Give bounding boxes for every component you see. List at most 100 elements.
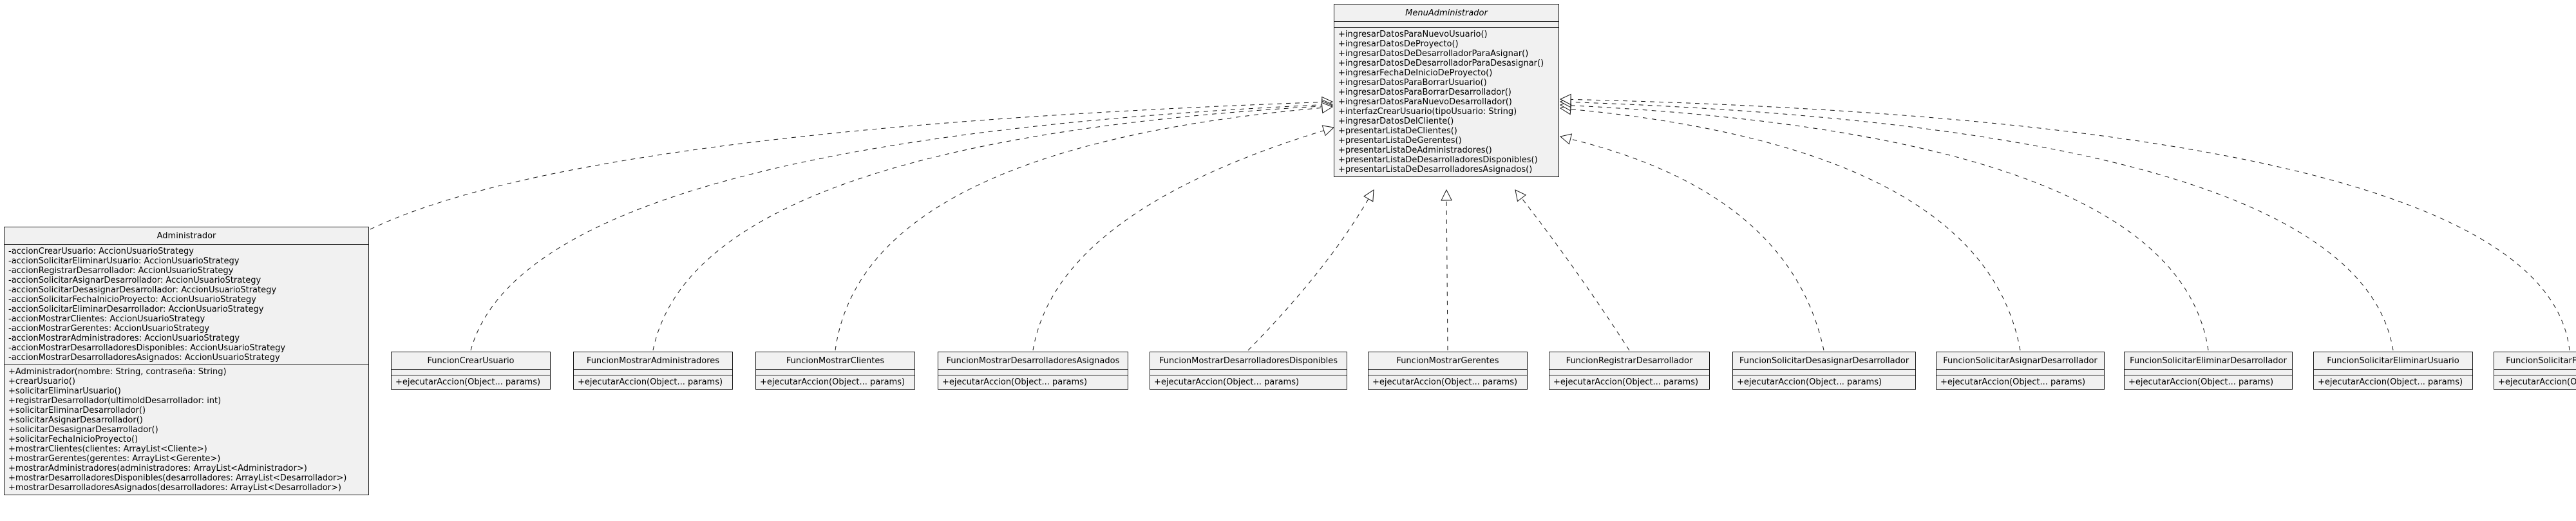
class-attribute: -accionSolicitarAsignarDesarrollador: Ac… xyxy=(8,276,261,285)
class-method: +ejecutarAccion(Object... params) xyxy=(2498,377,2576,387)
realization-line xyxy=(1570,138,1824,351)
class-method: +ejecutarAccion(Object... params) xyxy=(2128,377,2274,387)
class-attributes xyxy=(2125,370,2292,375)
interface-method: +ingresarDatosDeProyecto() xyxy=(1338,39,1459,49)
class-methods: +ejecutarAccion(Object... params) xyxy=(2494,375,2576,389)
class-attributes: -accionCrearUsuario: AccionUsuarioStrate… xyxy=(5,245,368,365)
class-methods: +ejecutarAccion(Object... params) xyxy=(938,375,1128,389)
realization-line xyxy=(1032,130,1324,351)
class-attributes xyxy=(1733,370,1915,375)
class-method: +ejecutarAccion(Object... params) xyxy=(942,377,1088,387)
class-method: +ejecutarAccion(Object... params) xyxy=(760,377,905,387)
class-methods: +ejecutarAccion(Object... params) xyxy=(1937,375,2104,389)
class-method: +crearUsuario() xyxy=(8,377,75,386)
funcion-mostrar-desarrolladores-asignados-class: FuncionMostrarDesarrolladoresAsignados +… xyxy=(938,352,1128,390)
class-method: +Administrador(nombre: String, contraseñ… xyxy=(8,367,227,377)
realization-arrowhead xyxy=(1363,189,1374,202)
class-method: +mostrarAdministradores(administradores:… xyxy=(8,464,307,473)
realization-line xyxy=(1570,105,2209,351)
class-attributes xyxy=(1937,370,2104,375)
class-name: Administrador xyxy=(5,227,368,245)
interface-method: +presentarListaDeGerentes() xyxy=(1338,136,1462,146)
administrador-class: Administrador -accionCrearUsuario: Accio… xyxy=(4,227,369,495)
realization-line xyxy=(1247,198,1369,351)
realization-arrowhead xyxy=(1321,102,1334,114)
class-methods: +ejecutarAccion(Object... params) xyxy=(1368,375,1527,389)
class-attribute: -accionMostrarGerentes: AccionUsuarioStr… xyxy=(8,324,210,334)
funcion-registrar-desarrollador-class: FuncionRegistrarDesarrollador +ejecutarA… xyxy=(1549,352,1710,390)
class-attributes xyxy=(1368,370,1527,375)
class-name: FuncionSolicitarEliminarDesarrollador xyxy=(2125,352,2292,370)
class-methods: +ejecutarAccion(Object... params) xyxy=(392,375,550,389)
class-method: +solicitarEliminarUsuario() xyxy=(8,386,121,396)
realization-arrowhead xyxy=(1515,189,1527,202)
class-method: +mostrarGerentes(gerentes: ArrayList<Ger… xyxy=(8,454,221,464)
class-attribute: -accionMostrarAdministradores: AccionUsu… xyxy=(8,334,240,343)
class-name: FuncionMostrarAdministradores xyxy=(574,352,732,370)
class-methods: +ejecutarAccion(Object... params) xyxy=(2314,375,2472,389)
interface-method: +presentarListaDeClientes() xyxy=(1338,126,1457,136)
class-methods: +ejecutarAccion(Object... params) xyxy=(2125,375,2292,389)
interface-method: +ingresarDatosParaBorrarDesarrollador() xyxy=(1338,88,1511,97)
class-name: FuncionSolicitarDesasignarDesarrollador xyxy=(1733,352,1915,370)
realization-line xyxy=(1446,200,1448,351)
realization-arrowhead xyxy=(1441,189,1452,201)
realization-line xyxy=(652,106,1323,351)
realization-arrowhead xyxy=(1321,125,1335,137)
class-attribute: -accionCrearUsuario: AccionUsuarioStrate… xyxy=(8,247,194,256)
class-method: +ejecutarAccion(Object... params) xyxy=(1940,377,2086,387)
class-method: +mostrarClientes(clientes: ArrayList<Cli… xyxy=(8,444,207,454)
class-attributes xyxy=(392,370,550,375)
class-method: +mostrarDesarrolladoresAsignados(desarro… xyxy=(8,483,341,493)
class-name: FuncionSolicitarEliminarUsuario xyxy=(2314,352,2472,370)
class-method: +solicitarAsignarDesarrollador() xyxy=(8,415,143,425)
funcion-solicitar-fecha-inicio-proyecto-class: FuncionSolicitarFechaInicioProyecto +eje… xyxy=(2494,352,2576,390)
class-name: FuncionMostrarGerentes xyxy=(1368,352,1527,370)
class-attribute: -accionMostrarDesarrolladoresAsignados: … xyxy=(8,353,280,363)
class-method: +ejecutarAccion(Object... params) xyxy=(395,377,541,387)
interface-methods: +ingresarDatosParaNuevoUsuario() +ingres… xyxy=(1334,28,1558,176)
class-method: +ejecutarAccion(Object... params) xyxy=(1553,377,1699,387)
class-attribute: -accionRegistrarDesarrollador: AccionUsu… xyxy=(8,266,234,276)
realization-line xyxy=(1570,102,2394,351)
interface-method: +ingresarDatosParaBorrarUsuario() xyxy=(1338,78,1487,88)
realization-line xyxy=(470,104,1323,351)
funcion-solicitar-eliminar-desarrollador-class: FuncionSolicitarEliminarDesarrollador +e… xyxy=(2124,352,2293,390)
menu-administrador-interface: MenuAdministrador +ingresarDatosParaNuev… xyxy=(1334,4,1559,177)
realization-line xyxy=(1570,109,2021,351)
realization-line xyxy=(1570,99,2570,351)
class-attributes xyxy=(1549,370,1709,375)
class-attribute: -accionMostrarClientes: AccionUsuarioStr… xyxy=(8,314,205,324)
interface-method: +interfazCrearUsuario(tipoUsuario: Strin… xyxy=(1338,107,1517,117)
realization-line xyxy=(1521,198,1630,351)
class-method: +ejecutarAccion(Object... params) xyxy=(1737,377,1882,387)
class-method: +solicitarEliminarDesarrollador() xyxy=(8,406,146,415)
funcion-mostrar-administradores-class: FuncionMostrarAdministradores +ejecutarA… xyxy=(573,352,733,390)
class-name: FuncionCrearUsuario xyxy=(392,352,550,370)
class-method: +solicitarFechaInicioProyecto() xyxy=(8,435,138,444)
funcion-crear-usuario-class: FuncionCrearUsuario +ejecutarAccion(Obje… xyxy=(391,352,551,390)
interface-method: +ingresarFechaDeInicioDeProyecto() xyxy=(1338,68,1493,78)
class-attributes xyxy=(938,370,1128,375)
class-attributes xyxy=(2314,370,2472,375)
realization-arrowhead xyxy=(1559,93,1571,106)
class-methods: +ejecutarAccion(Object... params) xyxy=(756,375,914,389)
interface-name: MenuAdministrador xyxy=(1334,5,1558,22)
class-attributes xyxy=(574,370,732,375)
class-method: +registrarDesarrollador(ultimoIdDesarrol… xyxy=(8,396,222,406)
class-name: FuncionSolicitarFechaInicioProyecto xyxy=(2494,352,2576,370)
class-method: +ejecutarAccion(Object... params) xyxy=(1372,377,1518,387)
funcion-solicitar-eliminar-usuario-class: FuncionSolicitarEliminarUsuario +ejecuta… xyxy=(2313,352,2473,390)
class-method: +solicitarDesasignarDesarrollador() xyxy=(8,425,158,435)
funcion-mostrar-gerentes-class: FuncionMostrarGerentes +ejecutarAccion(O… xyxy=(1368,352,1528,390)
interface-method: +ingresarDatosParaNuevoUsuario() xyxy=(1338,30,1488,39)
class-methods: +Administrador(nombre: String, contraseñ… xyxy=(5,365,368,495)
interface-attributes xyxy=(1334,22,1558,28)
class-attribute: -accionSolicitarDesasignarDesarrollador:… xyxy=(8,285,277,295)
class-method: +ejecutarAccion(Object... params) xyxy=(2318,377,2463,387)
interface-method: +ingresarDatosDeDesarrolladorParaAsignar… xyxy=(1338,49,1529,59)
class-methods: +ejecutarAccion(Object... params) xyxy=(1150,375,1347,389)
class-name: FuncionRegistrarDesarrollador xyxy=(1549,352,1709,370)
class-name: FuncionMostrarClientes xyxy=(756,352,914,370)
class-attribute: -accionSolicitarFechaInicioProyecto: Acc… xyxy=(8,295,256,305)
